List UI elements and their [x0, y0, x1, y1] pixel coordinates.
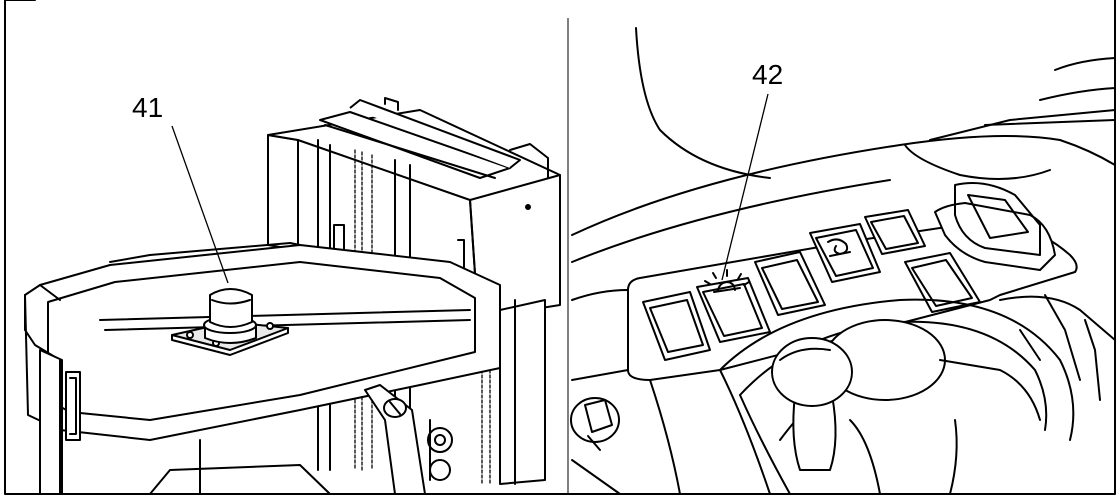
callout-42-label: 42	[752, 59, 783, 90]
switch-5	[864, 209, 926, 255]
callout-41-leader	[171, 125, 229, 284]
switch-large	[934, 182, 1056, 271]
beacon-light	[171, 288, 289, 356]
callout-41: 41	[132, 92, 229, 284]
overhead-guard	[24, 242, 501, 495]
callout-42-leader	[721, 93, 769, 281]
switch-1	[642, 291, 711, 361]
spinner-knob	[771, 337, 853, 471]
switch-3	[754, 251, 826, 316]
callout-41-label: 41	[132, 92, 163, 123]
left-panel-illustration	[24, 97, 561, 495]
callout-42: 42	[721, 59, 783, 281]
switch-6	[904, 252, 981, 313]
switch-hazard	[809, 223, 881, 283]
right-panel-illustration	[570, 27, 1116, 495]
switch-beacon	[696, 269, 771, 343]
figure-frame	[4, 0, 1116, 495]
ignition-key	[570, 397, 621, 495]
